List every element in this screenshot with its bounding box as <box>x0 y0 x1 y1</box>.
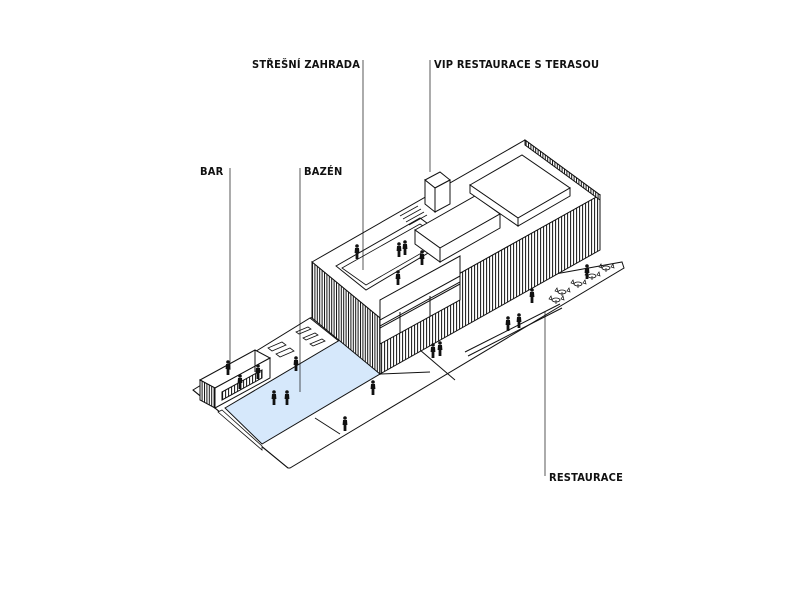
person-icon <box>342 416 348 431</box>
person-icon <box>430 343 436 358</box>
label-roof-garden: STŘEŠNÍ ZAHRADA <box>252 58 361 71</box>
label-vip-restaurant: VIP RESTAURACE S TERASOU <box>434 58 600 71</box>
leader-lines <box>229 60 546 476</box>
bar-pavilion <box>198 349 272 409</box>
label-restaurant: RESTAURACE <box>549 471 624 484</box>
person-icon <box>437 341 443 356</box>
label-bar: BAR <box>200 165 224 178</box>
main-building <box>311 139 601 376</box>
sun-lounger-icon <box>267 326 326 358</box>
pool <box>217 339 381 451</box>
ground-plot <box>192 261 625 469</box>
person-icon <box>370 380 376 395</box>
person-icon <box>529 288 535 303</box>
label-pool: BAZÉN <box>304 165 343 178</box>
person-icon <box>505 316 511 331</box>
